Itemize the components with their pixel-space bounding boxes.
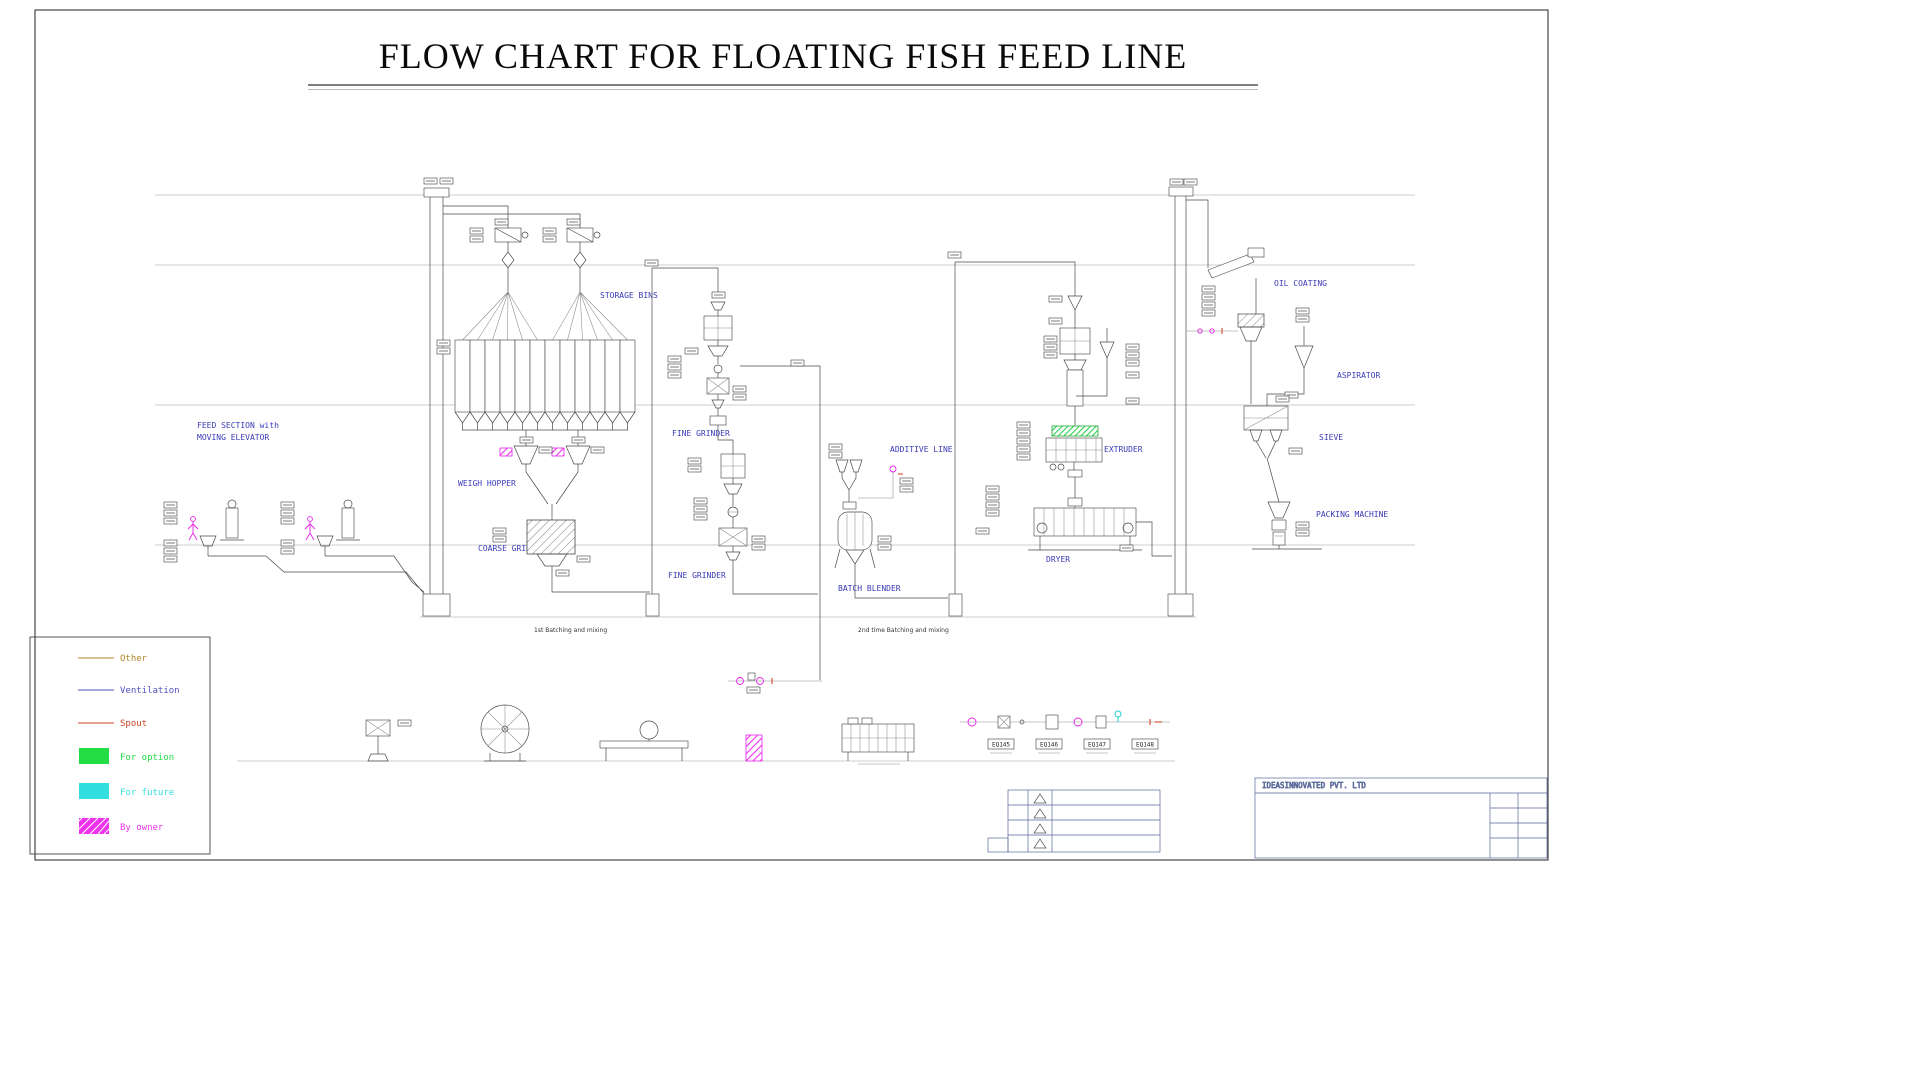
revision-table bbox=[987, 789, 1161, 853]
fine-grinder-upper: FINE GRINDER bbox=[652, 267, 734, 454]
coarse-grinder: COARSE GRINDER bbox=[478, 519, 650, 593]
extruder-line: EXTRUDER bbox=[955, 261, 1143, 510]
feed-section: FEED SECTION with MOVING ELEVATOR bbox=[187, 421, 427, 597]
machine-elevation bbox=[841, 717, 915, 765]
intake-precleaners bbox=[494, 227, 601, 292]
legend: Other Ventilation Spout For option For f… bbox=[29, 636, 211, 855]
label-feed-section-2: MOVING ELEVATOR bbox=[197, 433, 269, 442]
batching-annotations: 1st Batching and mixing 2nd time Batchin… bbox=[534, 627, 949, 634]
label-fine-grinder-lower: FINE GRINDER bbox=[668, 571, 726, 580]
label-feed-section-1: FEED SECTION with bbox=[197, 421, 279, 430]
label-aspirator: ASPIRATOR bbox=[1337, 371, 1381, 380]
legend-label-ventilation: Ventilation bbox=[120, 686, 180, 696]
dryer: DRYER bbox=[1028, 507, 1172, 564]
company-name: IDEASINNOVATED PVT. LTD bbox=[1262, 781, 1366, 790]
bucket-elevator-3 bbox=[948, 262, 963, 617]
label-batch-blender: BATCH BLENDER bbox=[838, 584, 901, 593]
by-owner-equipment bbox=[745, 734, 763, 762]
batch-blender: BATCH BLENDER bbox=[834, 501, 948, 599]
legend-label-spout: Spout bbox=[120, 719, 147, 729]
storage-bins: STORAGE BINS bbox=[454, 291, 658, 431]
oil-coating: OIL COATING bbox=[1186, 199, 1327, 404]
operator-figure bbox=[304, 516, 316, 541]
sieve: SIEVE bbox=[1243, 405, 1343, 503]
transfer-line bbox=[728, 365, 822, 685]
equipment-tag-eq145: EQ145 bbox=[992, 742, 1010, 749]
company-block: IDEASINNOVATED PVT. LTD bbox=[1254, 777, 1548, 859]
packing-machine: PACKING MACHINE bbox=[1252, 501, 1388, 550]
operator-figure bbox=[187, 516, 199, 541]
fan-blower bbox=[480, 704, 530, 762]
drawing-title: FLOW CHART FOR FLOATING FISH FEED LINE bbox=[308, 36, 1258, 90]
equipment-tag-row: EQ145 EQ146 EQ147 EQ148 bbox=[987, 738, 1159, 754]
label-sieve: SIEVE bbox=[1319, 433, 1343, 442]
device-row: EQ145 EQ146 EQ147 EQ148 bbox=[960, 710, 1170, 754]
legend-label-by-owner: By owner bbox=[120, 823, 164, 833]
label-fine-grinder-upper: FINE GRINDER bbox=[672, 429, 730, 438]
legend-swatch-for-future bbox=[79, 783, 109, 799]
annotation-batching-2: 2nd time Batching and mixing bbox=[858, 627, 949, 634]
by-owner-item bbox=[551, 447, 565, 457]
label-coarse-grinder: COARSE GRINDER bbox=[478, 544, 546, 553]
legend-swatch-hatch bbox=[78, 817, 110, 835]
label-dryer: DRYER bbox=[1046, 555, 1070, 564]
revision-triangle bbox=[1033, 808, 1047, 819]
legend-label-for-option: For option bbox=[120, 753, 174, 763]
fine-grinder-lower: FINE GRINDER bbox=[668, 453, 818, 595]
floor-level-lines bbox=[155, 194, 1415, 762]
legend-swatch-for-option bbox=[79, 748, 109, 764]
legend-label-other: Other bbox=[120, 654, 148, 664]
equipment-tag-eq148: EQ148 bbox=[1136, 742, 1154, 749]
equipment-tag-eq147: EQ147 bbox=[1088, 742, 1106, 749]
bottom-elevations: EQ145 EQ146 EQ147 EQ148 bbox=[365, 704, 1170, 765]
label-extruder: EXTRUDER bbox=[1104, 445, 1143, 454]
label-oil-coating: OIL COATING bbox=[1274, 279, 1327, 288]
belt-conveyor bbox=[599, 720, 689, 761]
revision-triangle bbox=[1033, 793, 1047, 804]
sheet-border bbox=[34, 9, 1549, 861]
bucket-elevator-1 bbox=[422, 187, 581, 617]
additive-line: ADDITIVE LINE bbox=[835, 445, 953, 504]
bucket-elevator-2 bbox=[645, 268, 660, 617]
by-owner-item bbox=[499, 447, 513, 457]
label-weigh-hopper: WEIGH HOPPER bbox=[458, 479, 516, 488]
label-packing-machine: PACKING MACHINE bbox=[1316, 510, 1388, 519]
bucket-elevator-4 bbox=[1167, 186, 1194, 617]
label-storage-bins: STORAGE BINS bbox=[600, 291, 658, 300]
control-panel bbox=[365, 719, 391, 762]
weigh-hoppers: WEIGH HOPPER bbox=[458, 430, 591, 520]
conditioner-option bbox=[1051, 425, 1099, 437]
distribution-spider bbox=[462, 291, 628, 341]
aspirator: ASPIRATOR bbox=[1266, 326, 1381, 406]
equipment-tag-eq146: EQ146 bbox=[1040, 742, 1058, 749]
annotation-batching-1: 1st Batching and mixing bbox=[534, 627, 607, 634]
title-block: IDEASINNOVATED PVT. LTD bbox=[987, 777, 1548, 859]
revision-triangle bbox=[1033, 823, 1047, 834]
revision-triangle bbox=[1033, 838, 1047, 849]
legend-label-for-future: For future bbox=[120, 788, 174, 798]
page-title: FLOW CHART FOR FLOATING FISH FEED LINE bbox=[379, 36, 1188, 76]
label-additive-line: ADDITIVE LINE bbox=[890, 445, 953, 454]
